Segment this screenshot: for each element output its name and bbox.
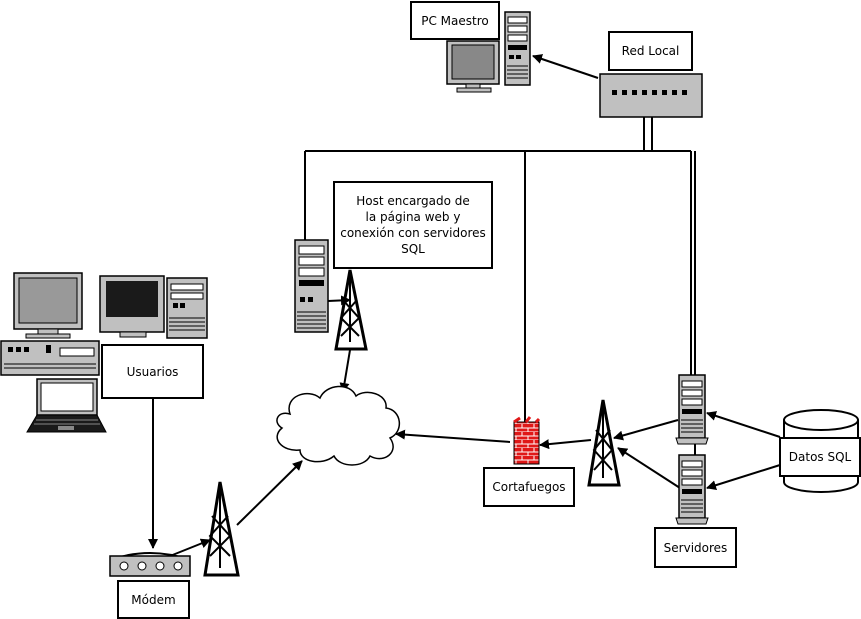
arrow-host-to-antenna [327,295,351,306]
pc-maestro-tower-icon [504,11,531,86]
arrow-antenna-to-cloud [339,349,351,393]
modem-icon [109,552,191,577]
antenna-host-icon [334,269,368,351]
cortafuegos-label: Cortafuegos [483,467,575,507]
servidores-label: Servidores [654,527,737,568]
modem-label: Módem [117,580,190,619]
pc-maestro-label: PC Maestro [410,1,500,40]
arrow-datos-to-server2 [706,464,781,491]
antenna-servers-icon [587,399,621,487]
server-1-icon [675,374,709,445]
red-local-label: Red Local [608,31,693,71]
arrow-firewall-to-cloud [395,429,511,443]
usuarios-label: Usuarios [101,344,204,399]
datos-sql-label-text: Datos SQL [788,450,852,464]
switch-icon [599,73,703,118]
cortafuegos-label-text: Cortafuegos [492,480,566,494]
usuarios-label-text: Usuarios [126,364,179,379]
antenna-modem-icon [203,481,240,577]
modem-label-text: Módem [131,592,176,607]
arrow-server1-to-antenna [613,419,679,441]
arrow-server2-to-antenna [617,447,681,489]
arrow-modem-to-antenna [169,538,211,557]
host-label-text: Host encargado de la página web y conexi… [340,194,486,256]
arrow-antenna-to-firewall [539,439,592,450]
arrow-redlocal-to-pcmaestro [532,54,599,79]
datos-sql-label: Datos SQL [779,437,861,477]
arrow-antenna-to-cloud-2 [236,460,303,526]
server-2-icon [675,454,709,525]
host-tower-icon [294,239,329,333]
pc-maestro-label-text: PC Maestro [421,13,489,28]
pc-maestro-monitor-icon [446,40,500,93]
arrow-datos-to-server1 [706,411,781,438]
user-desktop-computer-icon [0,272,100,376]
lan-connections [304,117,696,458]
user-laptop-icon [26,378,107,433]
user-crt-monitor-icon [99,275,165,338]
internet-cloud-icon [276,385,400,466]
servidores-label-text: Servidores [663,540,728,555]
red-local-label-text: Red Local [621,44,680,58]
host-label: Host encargado de la página web y conexi… [333,181,493,269]
firewall-icon [513,416,541,465]
user-tower-icon [166,277,208,339]
arrows [148,54,781,557]
